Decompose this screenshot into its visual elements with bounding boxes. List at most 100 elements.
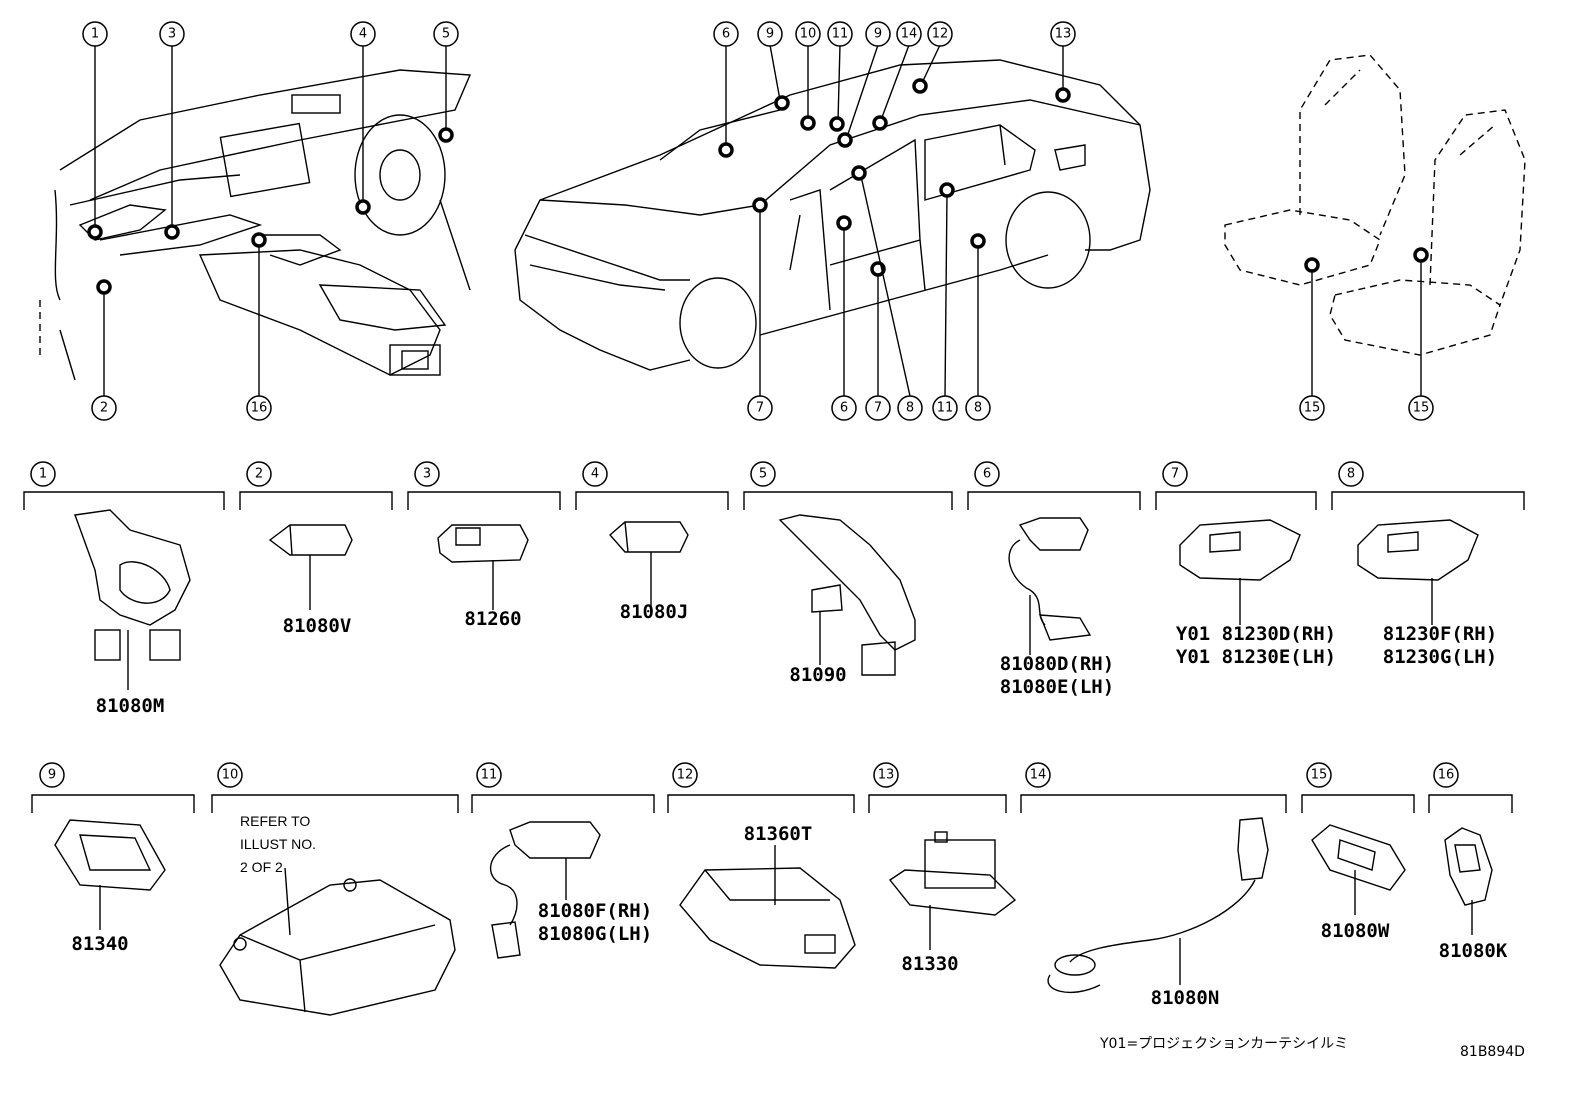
part-ref-label: 7	[1171, 467, 1179, 482]
callout-label: 5	[442, 27, 450, 42]
part-ref-7: 7	[1162, 461, 1188, 487]
part-number: 81340	[71, 933, 128, 955]
part-number: 81080G(LH)	[538, 923, 652, 945]
legend-note: Y01=プロジェクションカーテシイルミ	[1099, 1036, 1348, 1052]
part-ref-label: 1	[39, 467, 47, 482]
dashboard-overview	[39, 45, 472, 396]
parts-row-2	[31, 794, 1513, 1016]
callout-label: 13	[1055, 27, 1072, 42]
part-ref-12: 12	[672, 762, 698, 788]
callout-14: 14	[896, 21, 922, 47]
part-number: 81080W	[1321, 920, 1390, 942]
callout-label: 2	[100, 401, 108, 416]
callout-11b: 11	[932, 395, 958, 421]
callout-label: 3	[168, 27, 176, 42]
callout-9b: 9	[865, 21, 891, 47]
callout-label: 15	[1304, 401, 1321, 416]
callout-9: 9	[757, 21, 783, 47]
seats-overview	[1224, 54, 1526, 396]
part-1-drawing	[74, 509, 191, 690]
part-16-drawing	[1444, 827, 1493, 935]
callout-15b: 15	[1408, 395, 1434, 421]
part-number: 81260	[464, 608, 521, 630]
refer-note-line: ILLUST NO.	[240, 836, 316, 852]
callout-label: 11	[937, 401, 954, 416]
callout-label: 9	[766, 27, 774, 42]
part-ref-label: 14	[1030, 768, 1047, 783]
part-number: 81360T	[744, 823, 813, 845]
part-ref-label: 15	[1311, 768, 1328, 783]
callout-3: 3	[159, 21, 185, 47]
callout-label: 14	[901, 27, 918, 42]
callout-5: 5	[433, 21, 459, 47]
part-2-drawing	[268, 524, 353, 610]
callout-label: 7	[874, 401, 882, 416]
callout-7b: 7	[865, 395, 891, 421]
part-6-drawing	[1008, 517, 1092, 655]
part-ref-8: 8	[1338, 461, 1364, 487]
part-ref-10: 10	[217, 762, 243, 788]
callout-10: 10	[795, 21, 821, 47]
callout-8b: 8	[965, 395, 991, 421]
part-ref-5: 5	[750, 461, 776, 487]
part-ref-2: 2	[246, 461, 272, 487]
part-number: 81080N	[1151, 987, 1220, 1009]
part-ref-label: 3	[423, 467, 431, 482]
part-ref-label: 6	[983, 467, 991, 482]
part-14-drawing	[1047, 817, 1269, 993]
callout-label: 6	[722, 27, 730, 42]
part-number: 81080E(LH)	[1000, 676, 1114, 698]
callout-label: 6	[840, 401, 848, 416]
part-number: 81330	[901, 953, 958, 975]
callout-label: 12	[932, 27, 949, 42]
refer-note-line: 2 OF 2	[240, 859, 283, 875]
part-ref-label: 5	[759, 467, 767, 482]
callout-label: 15	[1413, 401, 1430, 416]
part-number: Y01 81230D(RH)	[1176, 623, 1336, 645]
part-ref-label: 13	[878, 768, 895, 783]
part-ref-label: 11	[481, 768, 498, 783]
car-overview	[514, 44, 1151, 397]
part-ref-11: 11	[476, 762, 502, 788]
part-ref-16: 16	[1433, 762, 1459, 788]
part-ref-label: 16	[1438, 768, 1455, 783]
overview-callouts: 1 3 4 5 2 16 6 9 10 11 9 14 12 13 7 6 7 …	[82, 21, 1434, 421]
part-10-drawing	[219, 867, 456, 1016]
callout-12: 12	[927, 21, 953, 47]
callout-4: 4	[350, 21, 376, 47]
callout-6: 6	[713, 21, 739, 47]
refer-note-line: REFER TO	[240, 813, 310, 829]
callout-2: 2	[91, 395, 117, 421]
callout-label: 9	[874, 27, 882, 42]
callout-7: 7	[747, 395, 773, 421]
callout-label: 8	[974, 401, 982, 416]
callout-8: 8	[897, 395, 923, 421]
parts-row-1-numbers: 81080M 81080V 81260 81080J 81090 81080D(…	[96, 601, 1498, 717]
part-13-drawing	[888, 831, 1017, 950]
part-9-drawing	[54, 819, 166, 930]
part-ref-15: 15	[1306, 762, 1332, 788]
illustration-id: 81B894D	[1460, 1044, 1525, 1060]
callout-label: 7	[756, 401, 764, 416]
part-number: 81080M	[96, 695, 165, 717]
parts-row-1	[23, 491, 1525, 690]
parts-row-2-callouts: 9 10 11 12 13 14 15 16	[39, 762, 1459, 788]
part-ref-1: 1	[30, 461, 56, 487]
callout-11: 11	[827, 21, 853, 47]
callout-15: 15	[1299, 395, 1325, 421]
callout-13: 13	[1050, 21, 1076, 47]
part-number: 81090	[789, 664, 846, 686]
part-ref-label: 2	[255, 467, 263, 482]
callout-6b: 6	[831, 395, 857, 421]
callout-label: 11	[832, 27, 849, 42]
callout-label: 10	[800, 27, 817, 42]
part-ref-3: 3	[414, 461, 440, 487]
part-ref-label: 9	[48, 768, 56, 783]
part-number: 81080V	[283, 615, 352, 637]
parts-row-2-numbers: 81340 REFER TO ILLUST NO. 2 OF 2 81080F(…	[71, 813, 1507, 1009]
part-number: 81080K	[1439, 940, 1508, 962]
part-number: Y01 81230E(LH)	[1176, 646, 1336, 668]
footer: Y01=プロジェクションカーテシイルミ 81B894D	[1099, 1036, 1525, 1060]
part-number: 81080F(RH)	[538, 900, 652, 922]
